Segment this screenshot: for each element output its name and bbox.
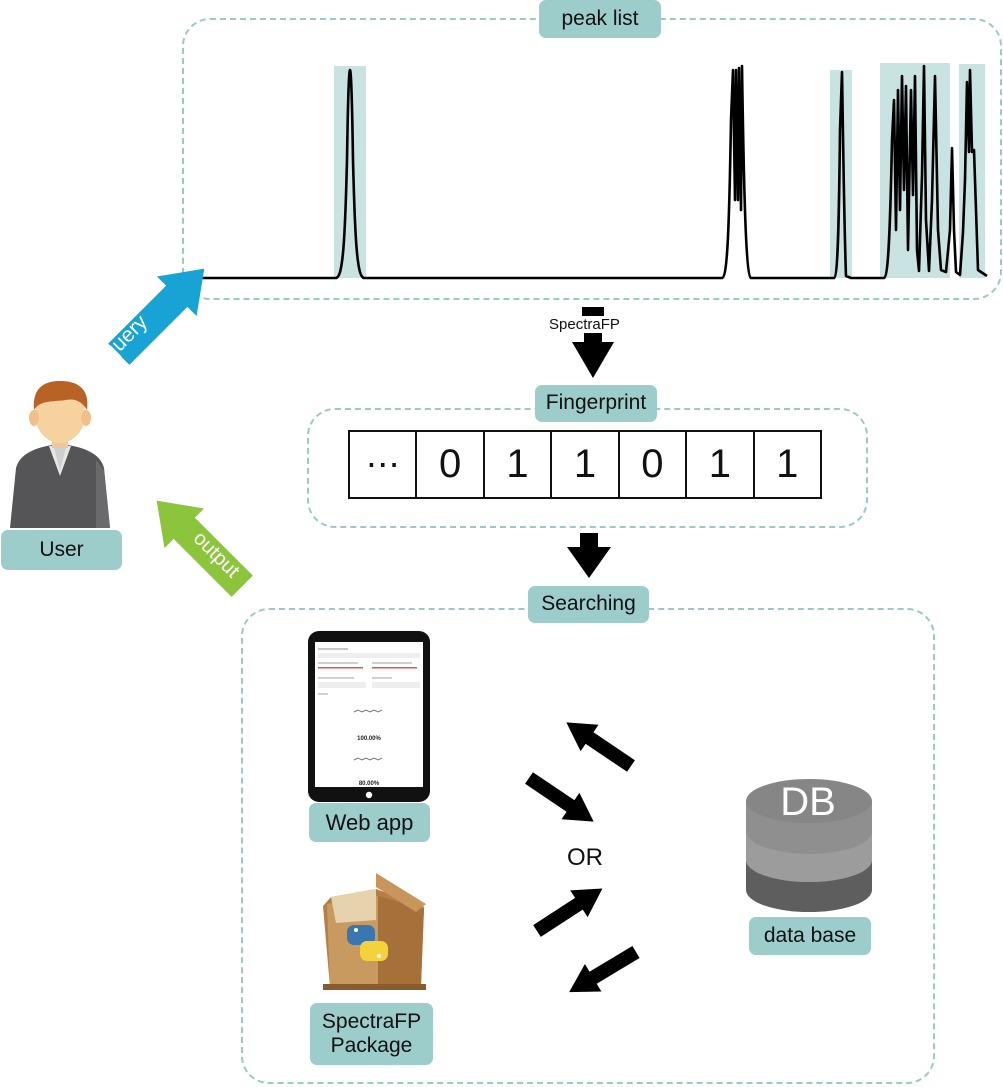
spectrum-trace [190, 64, 988, 280]
fingerprint-bit: 1 [482, 432, 550, 497]
peak-highlight-2 [830, 70, 852, 278]
arrow-package-to-db [533, 888, 603, 937]
arrow-webapp-to-db [525, 772, 594, 822]
data-base-label: data base [749, 917, 871, 955]
fingerprint-bit: 1 [685, 432, 752, 497]
or-label: OR [567, 844, 603, 871]
fingerprint-bit: 0 [415, 432, 482, 497]
searching-label: Searching [528, 586, 649, 623]
web-app-label: Web app [309, 803, 430, 842]
fingerprint-bit: 1 [752, 432, 820, 497]
package-label-line1: SpectraFP [321, 1009, 422, 1033]
peak-highlight-1 [334, 66, 366, 278]
user-label: User [1, 530, 122, 570]
webapp-score-1: 100.00% [357, 736, 381, 742]
fingerprint-bit: 1 [550, 432, 617, 497]
tablet-icon [308, 631, 430, 802]
output-arrow [156, 500, 253, 597]
webapp-score-2: 80.00% [359, 781, 380, 787]
spectrafp-arrow-head [572, 342, 614, 378]
database-icon [746, 779, 872, 912]
spectrafp-arrow-stub [582, 307, 604, 316]
searching-arrow-shaft [580, 533, 598, 547]
arrow-db-to-package [569, 945, 640, 993]
query-arrow [108, 268, 205, 365]
fingerprint-bit-row: ⋯ 0 1 1 0 1 1 [348, 430, 822, 499]
fingerprint-ellipsis: ⋯ [365, 445, 400, 484]
spectrafp-package-label: SpectraFP Package [310, 1003, 433, 1065]
fingerprint-label: Fingerprint [535, 385, 657, 422]
searching-arrow-head [567, 547, 611, 578]
python-package-icon [323, 873, 426, 990]
spectrafp-arrow-shaft [584, 331, 602, 342]
peak-list-label: peak list [539, 0, 661, 38]
spectrafp-step-label: SpectraFP [549, 316, 639, 333]
fingerprint-bit: 0 [617, 432, 685, 497]
db-icon-text: DB [780, 780, 836, 824]
arrow-db-to-webapp [566, 722, 635, 772]
user-avatar-icon [10, 381, 110, 528]
package-label-line2: Package [330, 1034, 413, 1057]
